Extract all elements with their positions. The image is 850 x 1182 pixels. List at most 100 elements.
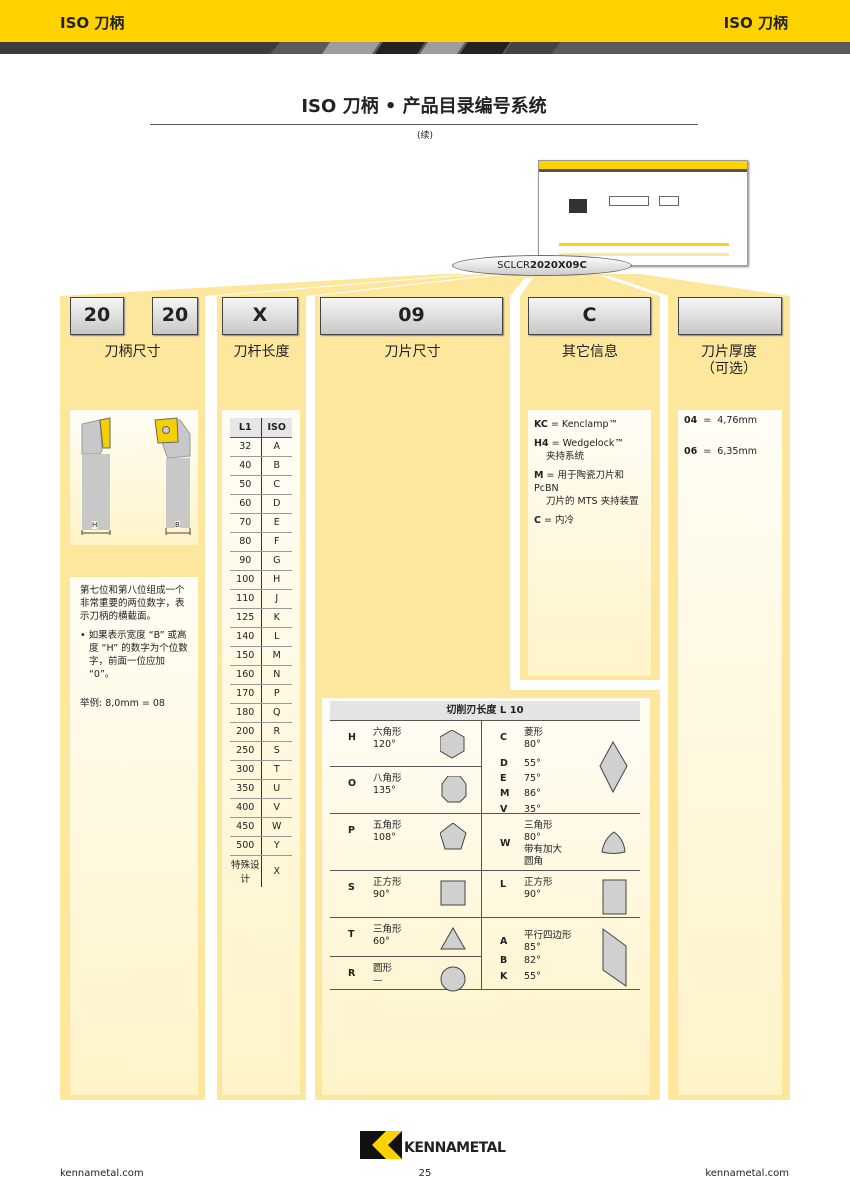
l1-value: 100 [230,570,261,590]
iso-code: H [260,570,292,590]
code-box-insert-size: 09 [320,297,503,335]
label-length: 刀杆长度 [233,344,290,360]
other-text: = 用于陶瓷刀片和 PcBN [534,470,624,494]
l1-value: 180 [230,703,261,723]
l1-value: 170 [230,684,261,704]
shape-angle: 90° [524,889,541,900]
other-code: M [534,470,544,481]
page-header: ISO 刀柄 ISO 刀柄 [0,0,850,42]
l1-value: 60 [230,494,261,514]
header-l1: L1 [230,418,261,438]
dim-b-label: B [175,521,180,529]
shape-code: P [348,825,355,836]
shape-code: B [500,955,508,966]
l1-value: 40 [230,456,261,476]
iso-code: D [260,494,292,514]
special-label: 特殊设计 [230,860,260,886]
footer-left-url[interactable]: kennametal.com [60,1168,144,1179]
thickness-item: 04 = 4,76mm [684,414,776,427]
other-info-item: C = 内冷 [534,514,645,527]
shank-illustration: H B [70,410,198,545]
callout-prefix: SCLCR [497,260,531,271]
l1-value: 140 [230,627,261,647]
shape-angle: 55° [524,971,541,982]
other-code: C [534,515,541,526]
iso-code: T [260,760,292,780]
l1-value: 32 [230,437,261,457]
l1-value: 160 [230,665,261,685]
other-info-item: M = 用于陶瓷刀片和 PcBN 刀片的 MTS 夹持装置 [534,469,645,508]
iso-code: V [260,798,292,818]
other-text-2: 夹持系统 [546,451,585,462]
shape-code: C [500,732,507,743]
l1-value: 250 [230,741,261,761]
shape-angle: 80° [524,739,541,750]
shank-drawing [81,417,191,535]
shank-description: 第七位和第八位组成一个非常重要的两位数字，表示刀柄的横截面。 • 如果表示宽度 … [70,577,198,1095]
shape-name: 正方形 [524,877,553,888]
shape-name: 平行四边形 [524,930,572,941]
code-box-shank-height: 20 [70,297,124,335]
rhombic-shape-icon [599,741,628,794]
shape-name: 五角形 [373,820,402,831]
iso-code: R [260,722,292,742]
kennametal-logo: KENNAMETAL [360,1131,506,1163]
other-text-2: 刀片的 MTS 夹持装置 [546,496,639,507]
iso-code: S [260,741,292,761]
footer-right-url[interactable]: kennametal.com [705,1168,789,1179]
shape-code: A [500,936,508,947]
catalog-page-thumbnail [538,160,748,266]
thickness-code: 04 [684,415,698,426]
shape-code: E [500,773,507,784]
other-info-item: KC = Kenclamp™ [534,418,645,431]
shape-code: W [500,838,511,849]
thickness-value: 4,76mm [717,415,757,426]
shape-code: H [348,732,356,743]
iso-code: Q [260,703,292,723]
thickness-eq: = [703,415,712,426]
iso-code: A [260,437,292,457]
kennametal-k-icon [360,1131,402,1159]
l1-value: 450 [230,817,261,837]
l1-value: 400 [230,798,261,818]
iso-code: Y [260,836,292,856]
shape-name: 圆形 [373,963,393,974]
shape-angle: 108° [373,832,396,843]
code-box-thickness [678,297,782,335]
label-other: 其它信息 [562,344,618,360]
iso-code: N [260,665,292,685]
l1-value: 50 [230,475,261,495]
iso-code: J [260,589,292,609]
l1-value: 80 [230,532,261,552]
header-right: ISO 刀柄 [723,14,788,32]
code-box-other: C [528,297,651,335]
iso-code: W [260,817,292,837]
iso-code: U [260,779,292,799]
shape-angle: 120° [373,739,396,750]
other-text: = Wedgelock™ [551,438,624,449]
header-iso: ISO [260,418,292,438]
code-callout: SCLCR2020X09C [452,255,632,276]
insert-shape-panel [322,698,650,1095]
